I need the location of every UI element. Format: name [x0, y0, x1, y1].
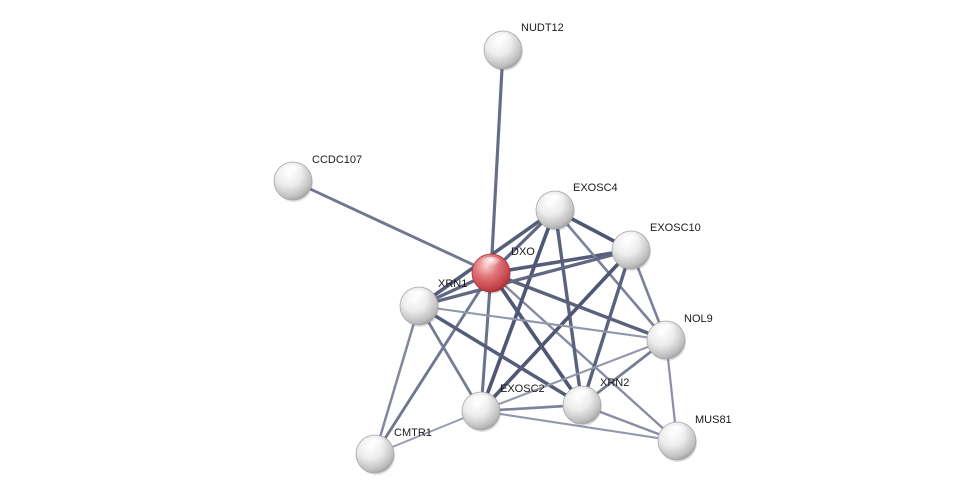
edge-exosc10-xrn2	[580, 248, 633, 407]
node-label-exosc4: EXOSC4	[573, 182, 618, 194]
node-ccdc107[interactable]: CCDC107	[273, 154, 362, 202]
node-highlight	[619, 233, 643, 249]
edge-xrn1-exosc2	[417, 304, 483, 413]
edge-exosc2-nol9	[479, 338, 668, 413]
node-highlight	[407, 289, 431, 305]
node-highlight	[570, 388, 594, 404]
node-highlight	[363, 437, 387, 453]
edge-xrn1-xrn2	[417, 304, 584, 407]
node-highlight	[543, 193, 567, 209]
node-highlight	[281, 164, 305, 180]
node-label-ccdc107: CCDC107	[312, 154, 362, 166]
node-exosc4[interactable]: EXOSC4	[535, 182, 618, 231]
node-highlight	[654, 323, 678, 339]
edge-dxo-ccdc107	[291, 179, 493, 275]
edge-exosc4-nol9	[553, 208, 668, 342]
node-xrn2[interactable]: XRN2	[562, 377, 629, 426]
edge-dxo-xrn2	[489, 271, 584, 407]
edge-xrn1-nol9	[417, 304, 668, 342]
node-label-cmtr1: CMTR1	[394, 427, 432, 439]
edge-xrn1-cmtr1	[373, 304, 421, 456]
node-xrn1[interactable]: XRN1	[399, 278, 467, 327]
node-exosc10[interactable]: EXOSC10	[611, 222, 701, 271]
edge-exosc4-xrn2	[553, 208, 584, 407]
node-highlight	[491, 33, 515, 49]
node-highlight	[469, 394, 493, 410]
node-label-nudt12: NUDT12	[521, 22, 564, 34]
node-label-mus81: MUS81	[695, 414, 732, 426]
edge-dxo-cmtr1	[373, 271, 493, 456]
node-highlight	[479, 256, 503, 272]
edge-exosc10-xrn1	[417, 248, 633, 308]
edge-exosc10-exosc2	[479, 248, 633, 413]
node-nol9[interactable]: NOL9	[646, 313, 713, 361]
node-mus81[interactable]: MUS81	[657, 414, 732, 462]
node-label-exosc2: EXOSC2	[500, 383, 545, 395]
node-label-xrn1: XRN1	[438, 278, 467, 290]
node-nudt12[interactable]: NUDT12	[483, 22, 564, 71]
edge-dxo-nudt12	[489, 48, 505, 275]
edge-exosc4-exosc2	[479, 208, 557, 413]
node-highlight	[665, 424, 689, 440]
node-exosc2[interactable]: EXOSC2	[461, 383, 545, 432]
node-label-nol9: NOL9	[684, 313, 713, 325]
node-label-exosc10: EXOSC10	[650, 222, 701, 234]
node-cmtr1[interactable]: CMTR1	[355, 427, 432, 475]
node-label-xrn2: XRN2	[600, 377, 629, 389]
node-label-dxo: DXO	[511, 246, 535, 258]
edge-dxo-exosc2	[479, 271, 493, 413]
node-dxo[interactable]: DXO	[471, 246, 535, 294]
edge-exosc2-mus81	[479, 409, 679, 443]
edges-layer	[291, 48, 679, 456]
